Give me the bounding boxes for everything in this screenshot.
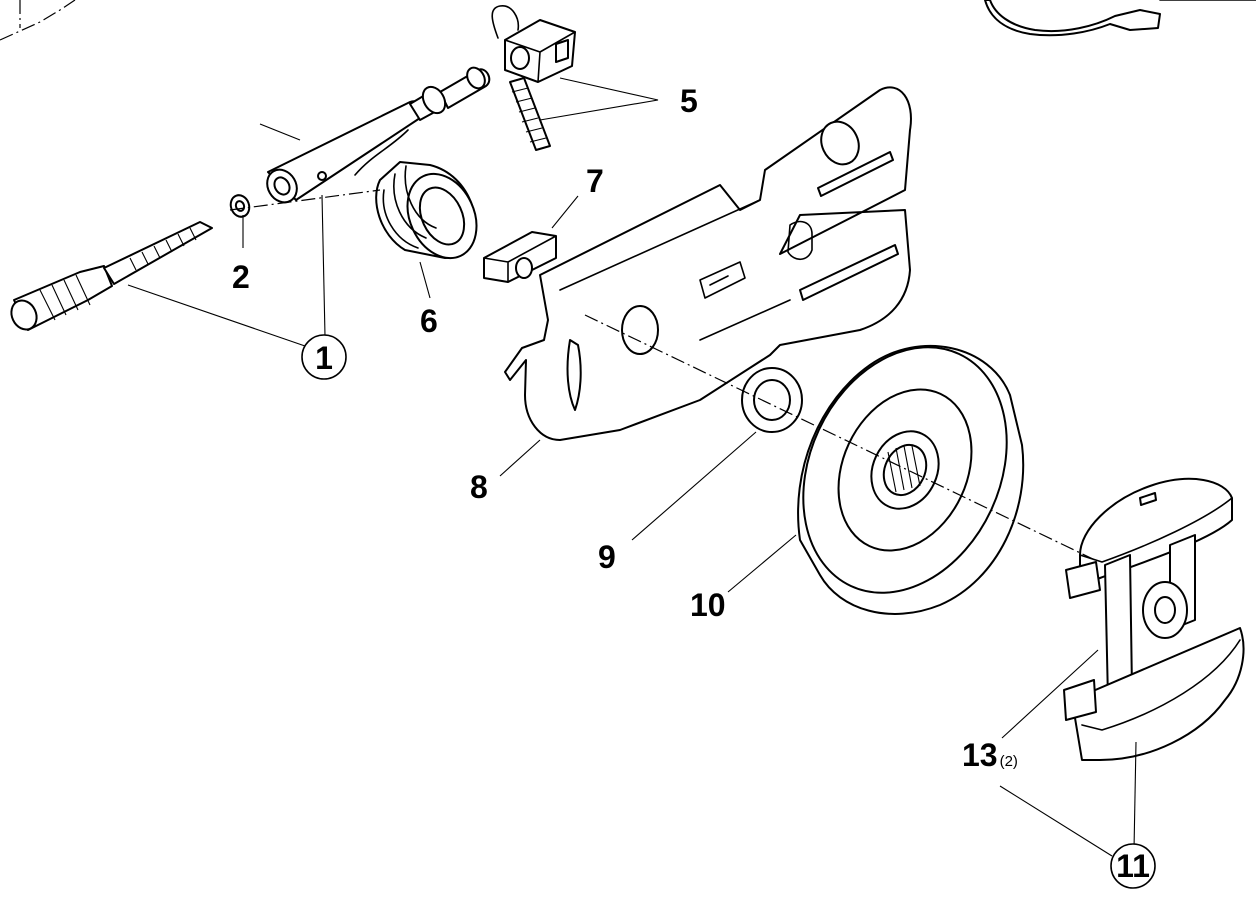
callout-1-circle <box>301 334 347 380</box>
label-6: 6 <box>420 303 438 339</box>
leader-lines <box>127 77 1137 857</box>
label-1: 1 <box>315 340 333 376</box>
label-7: 7 <box>586 163 604 199</box>
label-11: 11 <box>1116 848 1150 884</box>
part-10-clutch-drum <box>797 344 1025 615</box>
label-13-quantity: (2) <box>1000 753 1018 770</box>
corner-fragment <box>0 0 76 41</box>
label-8: 8 <box>470 469 488 505</box>
part-11-clutch-shoes <box>1063 477 1245 761</box>
part-1-tensioner-screw <box>10 66 491 331</box>
label-5: 5 <box>680 83 698 119</box>
part-7-guide-block <box>483 231 557 283</box>
top-right-part-fragment <box>984 0 1256 37</box>
part-2-washer <box>229 194 251 218</box>
callout-11-circle <box>1110 843 1156 889</box>
label-13-number: 13 <box>962 737 998 773</box>
label-9: 9 <box>598 539 616 575</box>
axis-line <box>584 314 1096 561</box>
label-13: 13(2) <box>962 737 1018 773</box>
callout-11: 11 <box>1110 843 1156 889</box>
axis-line-left <box>229 189 381 211</box>
label-10: 10 <box>690 587 726 623</box>
label-2: 2 <box>232 259 250 295</box>
part-8-cover-plate <box>504 86 912 441</box>
callout-1: 1 <box>301 334 347 380</box>
part-9-washer <box>741 367 803 433</box>
part-6-spring <box>375 161 478 260</box>
part-5-adjuster-nut <box>491 5 576 151</box>
